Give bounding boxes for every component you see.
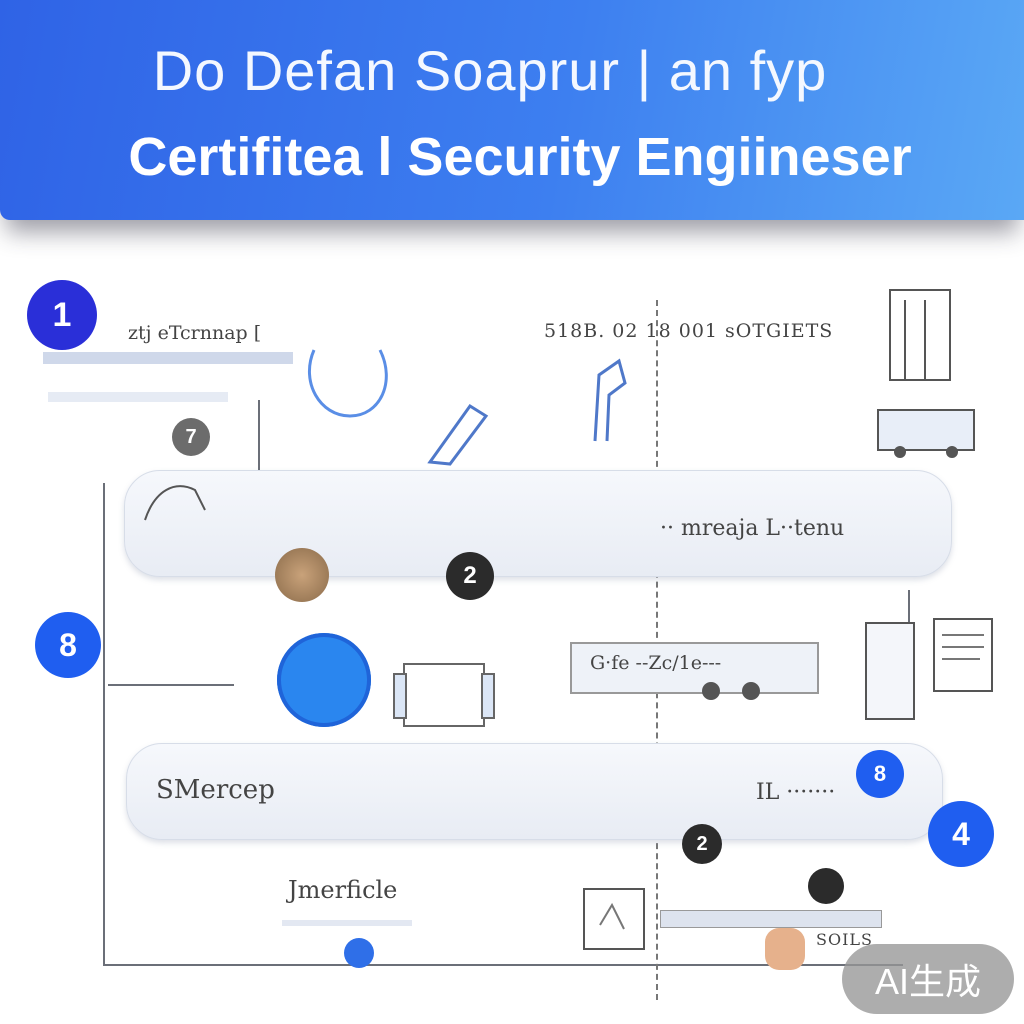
pen-sketch-icon [427, 403, 489, 466]
wrench-sketch-icon [593, 358, 627, 442]
process-bar-bottom-left-label: SMercep [156, 775, 275, 805]
wheel-right-icon [742, 682, 760, 700]
container-sketch-icon [393, 663, 495, 727]
left-stub-line [108, 684, 234, 686]
top-right-annotation: 518B. 02 18 001 sOTGIETS [544, 320, 834, 342]
mid-right-box [570, 642, 819, 694]
step-marker-dot [808, 868, 844, 904]
banner-title-primary: Do Defan Soaprur | an fyp [152, 39, 828, 102]
hand-pointer-icon [765, 928, 805, 970]
header-banner: Do Defan Soaprur | an fyp Certifitea l S… [0, 0, 1024, 220]
diagram-canvas: ztj eTcrnnap [ 518B. 02 18 001 sOTGIETS … [0, 230, 1024, 1024]
step-badge-4: 4 [928, 801, 994, 867]
bottom-right-tray [660, 910, 882, 928]
process-bar-bottom [126, 743, 943, 840]
step-badge-8: 8 [35, 612, 101, 678]
coin-sketch-icon [275, 548, 329, 602]
top-left-tag-label: ztj eTcrnnap [ [128, 322, 262, 344]
step-badge-8-small: 8 [856, 750, 904, 798]
banner-title-secondary: Certifitea l Security Engiineser [128, 127, 912, 187]
process-bar-top-right-label: ·· mreaja L··tenu [660, 516, 845, 541]
ai-generated-watermark: AI生成 [842, 944, 1014, 1014]
top-left-tag-shadow [43, 352, 293, 364]
wheel-left-icon [702, 682, 720, 700]
process-bar-top [124, 470, 952, 577]
vehicle-sketch-icon [877, 409, 975, 458]
step-badge-7: 7 [172, 418, 210, 456]
bottom-blue-dot [344, 938, 374, 968]
left-vertical-axis [103, 483, 105, 966]
step-badge-1: 1 [27, 280, 97, 350]
top-left-tag-underline [48, 392, 228, 402]
notebook-sketch-icon [583, 888, 645, 950]
server-rack-icon [889, 289, 951, 381]
bottom-horizontal-axis [103, 964, 903, 966]
bottom-label: Jmerficle [288, 876, 398, 904]
shield-outline-icon [308, 349, 388, 418]
document-stack-icon [865, 618, 993, 720]
step-badge-2-upper: 2 [446, 552, 494, 600]
hand-sketch-icon [144, 485, 206, 521]
large-blue-node [277, 633, 371, 727]
inner-vertical-line [258, 400, 260, 470]
bottom-label-underline [282, 920, 412, 926]
mid-right-box-label: G·fe --Zc/1e--- [590, 652, 722, 674]
bottom-right-label: SOILS [816, 930, 873, 949]
step-badge-2-lower: 2 [682, 824, 722, 864]
process-bar-bottom-right-label: IL ······· [756, 780, 836, 805]
